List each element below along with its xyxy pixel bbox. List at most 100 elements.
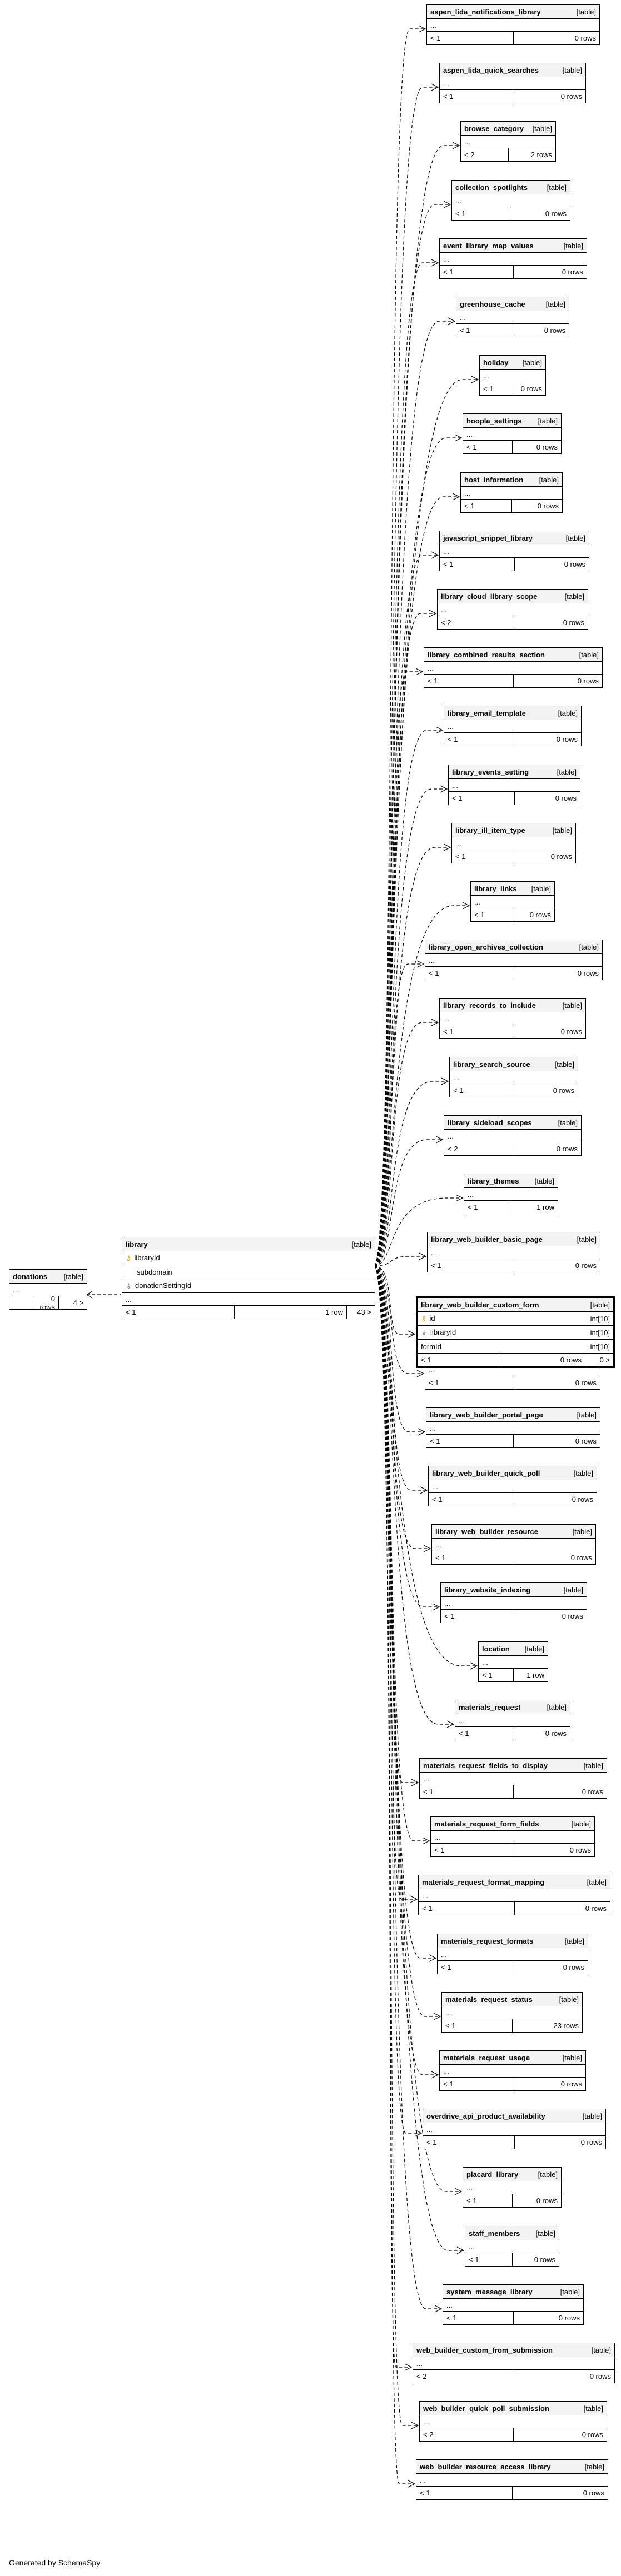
table-name[interactable]: event_library_map_values — [443, 241, 534, 250]
parent-link[interactable]: < 1 — [450, 1084, 514, 1097]
parent-link[interactable]: < 1 — [479, 1669, 514, 1681]
child-link[interactable]: 0 > — [599, 1356, 610, 1364]
table-name[interactable]: library_combined_results_section — [428, 650, 545, 659]
parent-link[interactable]: < 1 — [452, 207, 511, 220]
table-name[interactable]: library_ill_item_type — [455, 826, 525, 835]
child-table[interactable]: library_web_builder_basic_page[table]...… — [427, 1232, 600, 1272]
parent-link[interactable]: < 1 — [455, 1727, 513, 1740]
parent-link[interactable]: < 1 — [463, 2194, 513, 2207]
column-row[interactable]: ⚶donationSettingId — [122, 1279, 375, 1293]
table-name[interactable]: browse_category — [464, 124, 524, 133]
parent-link[interactable]: < 1 — [442, 2019, 513, 2032]
parent-link[interactable]: < 1 — [449, 792, 515, 805]
parent-link[interactable]: < 1 — [461, 500, 512, 512]
table-name[interactable]: materials_request_format_mapping — [422, 1878, 545, 1886]
parent-link[interactable]: < 1 — [416, 2487, 513, 2499]
child-table[interactable]: library_web_builder_portal_page[table]..… — [426, 1407, 600, 1448]
parent-link[interactable]: < 1 — [432, 1551, 514, 1564]
parent-link[interactable]: < 1 — [423, 2136, 515, 2149]
parent-link[interactable]: < 2 — [461, 148, 509, 161]
table-name[interactable]: library_cloud_library_scope — [441, 592, 538, 601]
parent-link[interactable]: < 1 — [456, 324, 513, 337]
parent-link[interactable]: < 1 — [440, 2078, 513, 2090]
child-link[interactable]: 4 > — [73, 1299, 83, 1307]
table-name[interactable]: overdrive_api_product_availability — [426, 2111, 545, 2120]
table-name[interactable]: library_web_builder_resource — [435, 1527, 538, 1536]
table-name[interactable]: staff_members — [469, 2229, 520, 2238]
table-name[interactable]: library_links — [474, 884, 517, 893]
table-name[interactable]: materials_request — [459, 1703, 521, 1711]
parent-link[interactable]: < 1 — [431, 1844, 513, 1856]
table-name[interactable]: materials_request_formats — [441, 1936, 534, 1945]
parent-link[interactable]: < 1 — [425, 967, 514, 980]
child-table[interactable]: library_combined_results_section[table].… — [424, 647, 603, 688]
parent-link[interactable]: < 1 — [420, 1785, 514, 1798]
parent-link[interactable]: < 1 — [425, 1376, 513, 1389]
child-table[interactable]: materials_request_fields_to_display[tabl… — [419, 1758, 607, 1799]
table-name[interactable]: materials_request_usage — [443, 2053, 530, 2062]
child-table[interactable]: web_builder_resource_access_library[tabl… — [416, 2459, 608, 2500]
parent-link[interactable]: < 1 — [122, 1306, 235, 1319]
table-name[interactable]: collection_spotlights — [455, 183, 528, 192]
parent-link[interactable]: < 1 — [429, 1493, 513, 1506]
parent-link[interactable]: < 1 — [440, 558, 515, 571]
child-table[interactable]: library_open_archives_collection[table].… — [425, 940, 603, 980]
parent-link[interactable]: < 2 — [413, 2370, 514, 2383]
table-name[interactable]: library_records_to_include — [443, 1001, 536, 1010]
parent-link[interactable]: < 2 — [444, 1142, 513, 1155]
table-name[interactable]: hoopla_settings — [466, 416, 522, 425]
parent-link[interactable]: < 1 — [428, 1259, 514, 1272]
table-name[interactable]: library_web_builder_basic_page — [431, 1235, 543, 1244]
table-name[interactable]: materials_request_fields_to_display — [423, 1761, 548, 1770]
table-name[interactable]: placard_library — [466, 2170, 519, 2179]
parent-link[interactable]: < 1 — [418, 1354, 501, 1366]
child-table[interactable]: library_web_builder_resource[table]...< … — [431, 1524, 596, 1565]
child-table[interactable]: materials_request_form_fields[table]...<… — [430, 1816, 595, 1857]
parent-link[interactable]: < 1 — [427, 32, 514, 44]
child-table[interactable]: overdrive_api_product_availability[table… — [423, 2109, 606, 2149]
custom-form-table[interactable]: library_web_builder_custom_form[table]⚷i… — [416, 1296, 615, 1368]
table-name[interactable]: library_web_builder_quick_poll — [432, 1469, 540, 1477]
table-name[interactable]: system_message_library — [446, 2287, 533, 2296]
table-name[interactable]: library_sideload_scopes — [448, 1118, 532, 1127]
parent-link[interactable]: < 1 — [464, 1201, 511, 1214]
parent-link[interactable]: < 2 — [438, 616, 513, 629]
parent-link[interactable]: < 1 — [443, 2312, 514, 2324]
table-name[interactable]: location — [482, 1644, 510, 1653]
child-table[interactable]: web_builder_quick_poll_submission[table]… — [419, 2401, 607, 2442]
parent-link[interactable]: < 1 — [452, 850, 514, 863]
table-name[interactable]: library_website_indexing — [444, 1585, 531, 1594]
child-table[interactable]: aspen_lida_notifications_library[table].… — [426, 4, 600, 45]
table-name[interactable]: library_events_setting — [452, 767, 529, 776]
table-name[interactable]: web_builder_quick_poll_submission — [423, 2404, 549, 2413]
child-table[interactable]: web_builder_custom_from_submission[table… — [413, 2343, 615, 2383]
child-link[interactable]: 43 > — [357, 1308, 371, 1316]
parent-link[interactable]: < 1 — [444, 733, 513, 746]
table-name[interactable]: holiday — [483, 358, 509, 367]
table-name[interactable]: javascript_snippet_library — [443, 533, 533, 542]
